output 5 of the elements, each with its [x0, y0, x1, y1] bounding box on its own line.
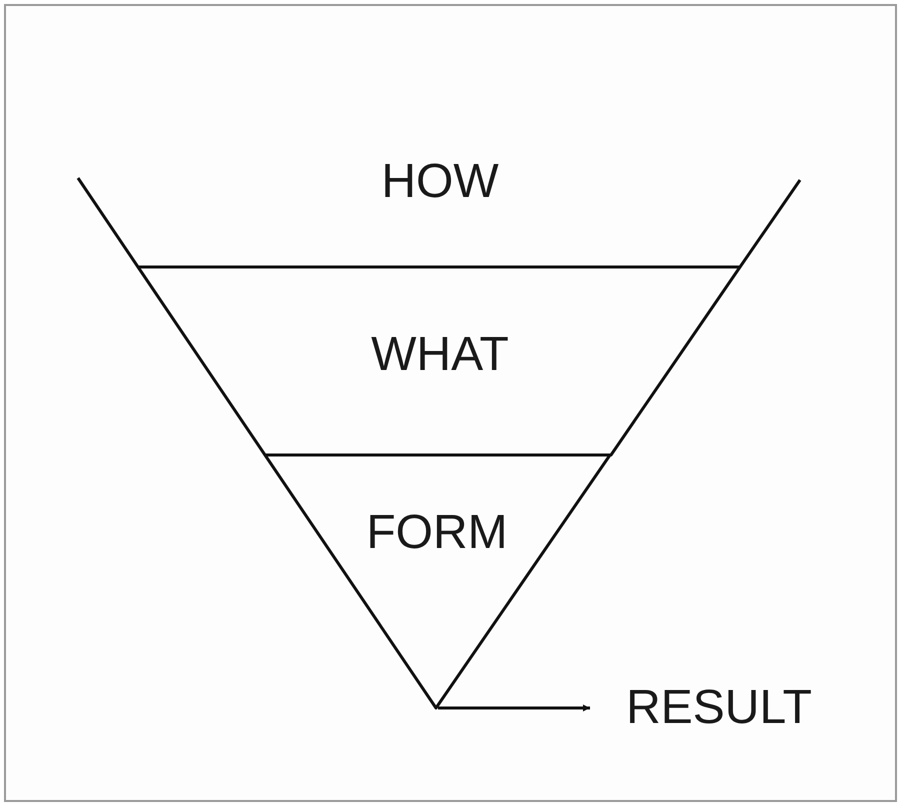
arrow	[438, 704, 590, 712]
section-label: FORM	[366, 509, 508, 557]
section-label: WHAT	[371, 331, 509, 379]
result-label: RESULT	[626, 684, 812, 732]
section-label: HOW	[381, 158, 499, 206]
